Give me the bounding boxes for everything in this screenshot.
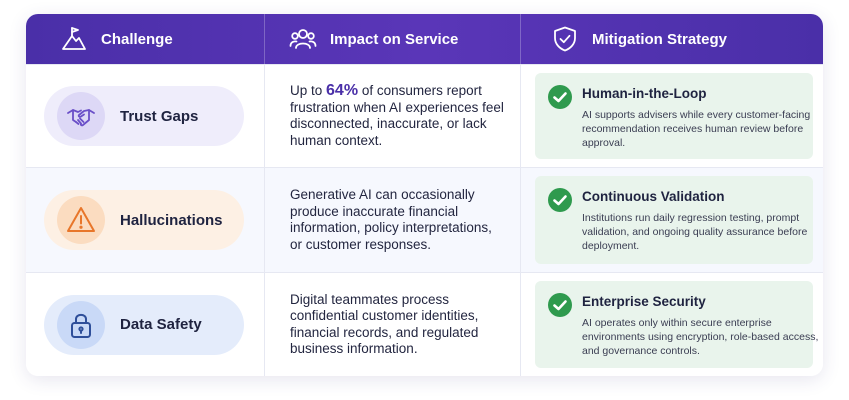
header-challenge-label: Challenge: [101, 30, 173, 48]
mitigation-description: AI supports advisers while every custome…: [582, 109, 811, 149]
mitigation-box: Continuous Validation Institutions run d…: [535, 176, 813, 264]
challenge-label: Hallucinations: [120, 211, 223, 229]
challenge-pill-data-safety: Data Safety: [44, 294, 244, 355]
challenge-cell: Hallucinations: [26, 168, 264, 272]
mitigation-box: Enterprise Security AI operates only wit…: [535, 281, 818, 368]
challenge-label: Data Safety: [120, 316, 202, 333]
mitigation-title: Continuous Validation: [582, 189, 725, 204]
impact-prefix: Up to: [290, 83, 327, 98]
challenge-label: Trust Gaps: [120, 107, 199, 125]
challenges-table: Challenge Impact on Service: [26, 14, 823, 376]
table-row: Data Safety Digital teammates process co…: [26, 272, 823, 376]
handshake-icon: [57, 92, 105, 140]
mitigation-title: Human-in-the-Loop: [582, 86, 707, 101]
mitigation-title: Enterprise Security: [582, 294, 706, 309]
header-mitigation: Mitigation Strategy: [520, 14, 823, 64]
people-group-icon: [289, 25, 317, 53]
mitigation-cell: Enterprise Security AI operates only wit…: [520, 273, 823, 376]
impact-suffix: of consumers report frustration when AI …: [290, 83, 504, 148]
challenge-cell: Trust Gaps: [26, 65, 264, 167]
mitigation-description: Institutions run daily regression testin…: [582, 212, 808, 252]
shield-check-icon: [551, 25, 579, 53]
impact-highlight: 64%: [326, 82, 359, 99]
table-row: Hallucinations Generative AI can occasio…: [26, 167, 823, 272]
table-row: Trust Gaps Up to 64% of consumers report…: [26, 64, 823, 167]
header-mitigation-label: Mitigation Strategy: [592, 30, 728, 48]
challenge-pill-trust-gaps: Trust Gaps: [44, 86, 244, 146]
padlock-icon: [57, 300, 105, 349]
impact-text: Digital teammates process confidential c…: [290, 291, 479, 357]
check-icon: [548, 293, 572, 317]
header-impact-label: Impact on Service: [330, 30, 459, 48]
header-impact: Impact on Service: [264, 14, 520, 64]
impact-text: Up to 64% of consumers report frustratio…: [290, 82, 505, 149]
impact-cell: Digital teammates process confidential c…: [264, 273, 520, 376]
challenge-cell: Data Safety: [26, 273, 264, 376]
check-icon: [548, 188, 572, 212]
mitigation-box: Human-in-the-Loop AI supports advisers w…: [535, 73, 813, 159]
table-header: Challenge Impact on Service: [26, 14, 823, 64]
warning-triangle-icon: [57, 196, 105, 244]
mitigation-cell: Human-in-the-Loop AI supports advisers w…: [520, 65, 823, 167]
mitigation-description: AI operates only within secure enterpris…: [582, 317, 819, 357]
impact-text: Generative AI can occasionally produce i…: [290, 187, 492, 252]
impact-cell: Up to 64% of consumers report frustratio…: [264, 65, 520, 167]
mountain-flag-icon: [60, 25, 88, 53]
mitigation-cell: Continuous Validation Institutions run d…: [520, 168, 823, 272]
impact-cell: Generative AI can occasionally produce i…: [264, 168, 520, 272]
header-challenge: Challenge: [26, 14, 264, 64]
challenge-pill-hallucinations: Hallucinations: [44, 190, 244, 250]
check-icon: [548, 85, 572, 109]
